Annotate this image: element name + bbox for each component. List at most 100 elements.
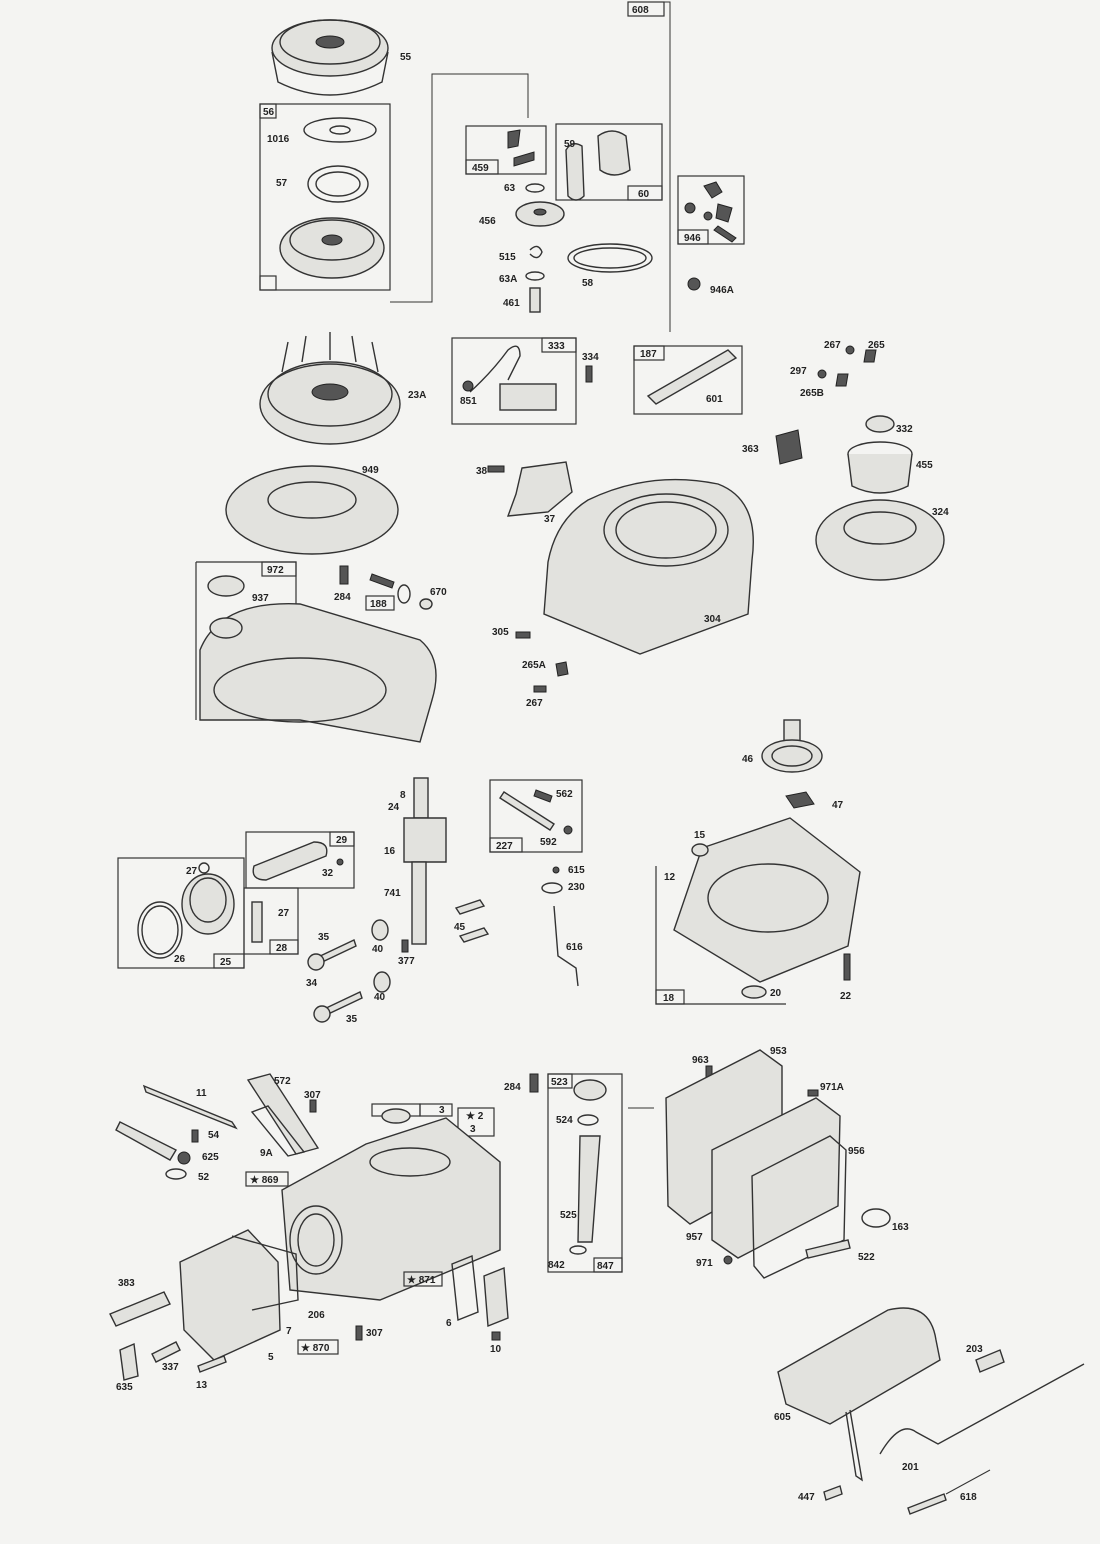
crankshaft-741: 8 24 16 741 [384, 777, 447, 945]
label-267b: 267 [526, 698, 543, 709]
label-63A: 63A [499, 274, 517, 285]
pulley-parts: 63 456 515 63A 461 58 [479, 183, 653, 313]
label-25: 25 [220, 957, 232, 968]
shield-37: 38 37 [476, 461, 573, 525]
label-937: 937 [252, 593, 269, 604]
label-37: 37 [544, 514, 556, 525]
label-5: 5 [268, 1352, 274, 1363]
label-871: ★ 871 [407, 1275, 436, 1286]
label-46: 46 [742, 754, 754, 765]
label-851: 851 [460, 396, 477, 407]
gaskets-6: 6 10 [446, 1255, 509, 1355]
label-971A: 971A [820, 1082, 844, 1093]
label-592: 592 [540, 837, 557, 848]
label-6: 6 [446, 1318, 452, 1329]
label-284b: 284 [504, 1082, 521, 1093]
label-20: 20 [770, 988, 782, 999]
label-7: 7 [286, 1326, 292, 1337]
group-box-946: 946 946A [677, 175, 745, 296]
governor-linkage: 11 54 625 52 [115, 1084, 238, 1183]
label-616: 616 [566, 942, 583, 953]
group-box-60: 60 59 [555, 123, 663, 201]
oil-fill-box-847: 284 523 524 525 842 847 [504, 1073, 654, 1273]
label-27b: 27 [278, 908, 290, 919]
label-8: 8 [400, 790, 406, 801]
label-461: 461 [503, 298, 520, 309]
gear-46: 46 47 [742, 719, 844, 811]
label-230: 230 [568, 882, 585, 893]
label-972: 972 [267, 565, 284, 576]
label-203: 203 [966, 1344, 983, 1355]
label-562: 562 [556, 789, 573, 800]
crankcase-cover-box-18: 18 15 12 20 22 [655, 817, 861, 1005]
label-334: 334 [582, 352, 599, 363]
label-523: 523 [551, 1077, 568, 1088]
label-522: 522 [858, 1252, 875, 1263]
label-27a: 27 [186, 866, 198, 877]
group-box-187: 187 601 [633, 345, 743, 415]
label-47: 47 [832, 800, 844, 811]
label-188: 188 [370, 599, 387, 610]
label-56: 56 [263, 107, 275, 118]
starter-housing-55: 55 [271, 19, 412, 96]
label-332: 332 [896, 424, 913, 435]
label-946: 946 [684, 233, 701, 244]
label-3b: 3 [470, 1124, 476, 1135]
label-40b: 40 [374, 992, 386, 1003]
cylinder-block: 3 ★ 2 3 ★ 869 206 ★ 871 7 307 ★ 870 [245, 1103, 501, 1355]
label-337: 337 [162, 1362, 179, 1373]
muffler-605-and-linkage: 605 203 201 447 618 [774, 1307, 1085, 1515]
label-963: 963 [692, 1055, 709, 1066]
group-box-459: 459 [465, 125, 547, 175]
label-572: 572 [274, 1076, 291, 1087]
screen-949: 949 [225, 465, 399, 555]
label-35a: 35 [318, 932, 330, 943]
starter-bracket-lines: 608 [390, 1, 671, 332]
label-524: 524 [556, 1115, 573, 1126]
label-625: 625 [202, 1152, 219, 1163]
label-307b: 307 [366, 1328, 383, 1339]
label-60: 60 [638, 189, 650, 200]
label-2: ★ 2 [466, 1111, 484, 1122]
screw-334: 334 [582, 352, 599, 383]
label-284a: 284 [334, 592, 351, 603]
label-957: 957 [686, 1232, 703, 1243]
flywheel-23A: 23A [259, 332, 426, 445]
label-265a: 265 [868, 340, 885, 351]
piston-box-25: 25 27 26 [117, 857, 245, 969]
label-12: 12 [664, 872, 676, 883]
label-608: 608 [632, 5, 649, 16]
blower-housing-304: 304 [543, 478, 754, 655]
label-13: 13 [196, 1380, 208, 1391]
label-54: 54 [208, 1130, 220, 1141]
label-869: ★ 869 [250, 1175, 279, 1186]
label-18: 18 [663, 993, 675, 1004]
label-515: 515 [499, 252, 516, 263]
label-324: 324 [932, 507, 949, 518]
label-847: 847 [597, 1261, 614, 1272]
label-605: 605 [774, 1412, 791, 1423]
connecting-rod-box-29: 29 32 [245, 831, 355, 889]
dipstick-616-parts: 615 230 616 [541, 865, 585, 987]
label-3a: 3 [439, 1105, 445, 1116]
label-615: 615 [568, 865, 585, 876]
label-187: 187 [640, 349, 657, 360]
label-741: 741 [384, 888, 401, 899]
label-456: 456 [479, 216, 496, 227]
label-206: 206 [308, 1310, 325, 1321]
cylinder-head-parts: 5 383 635 337 13 [109, 1229, 299, 1393]
label-601: 601 [706, 394, 723, 405]
label-383: 383 [118, 1278, 135, 1289]
label-34: 34 [306, 978, 318, 989]
label-953: 953 [770, 1046, 787, 1057]
label-635: 635 [116, 1382, 133, 1393]
label-10: 10 [490, 1344, 502, 1355]
label-11: 11 [196, 1088, 207, 1099]
label-267a: 267 [824, 340, 841, 351]
label-842: 842 [548, 1260, 565, 1271]
label-45: 45 [454, 922, 466, 933]
label-307a: 307 [304, 1090, 321, 1101]
label-1016: 1016 [267, 134, 290, 145]
label-304: 304 [704, 614, 721, 625]
